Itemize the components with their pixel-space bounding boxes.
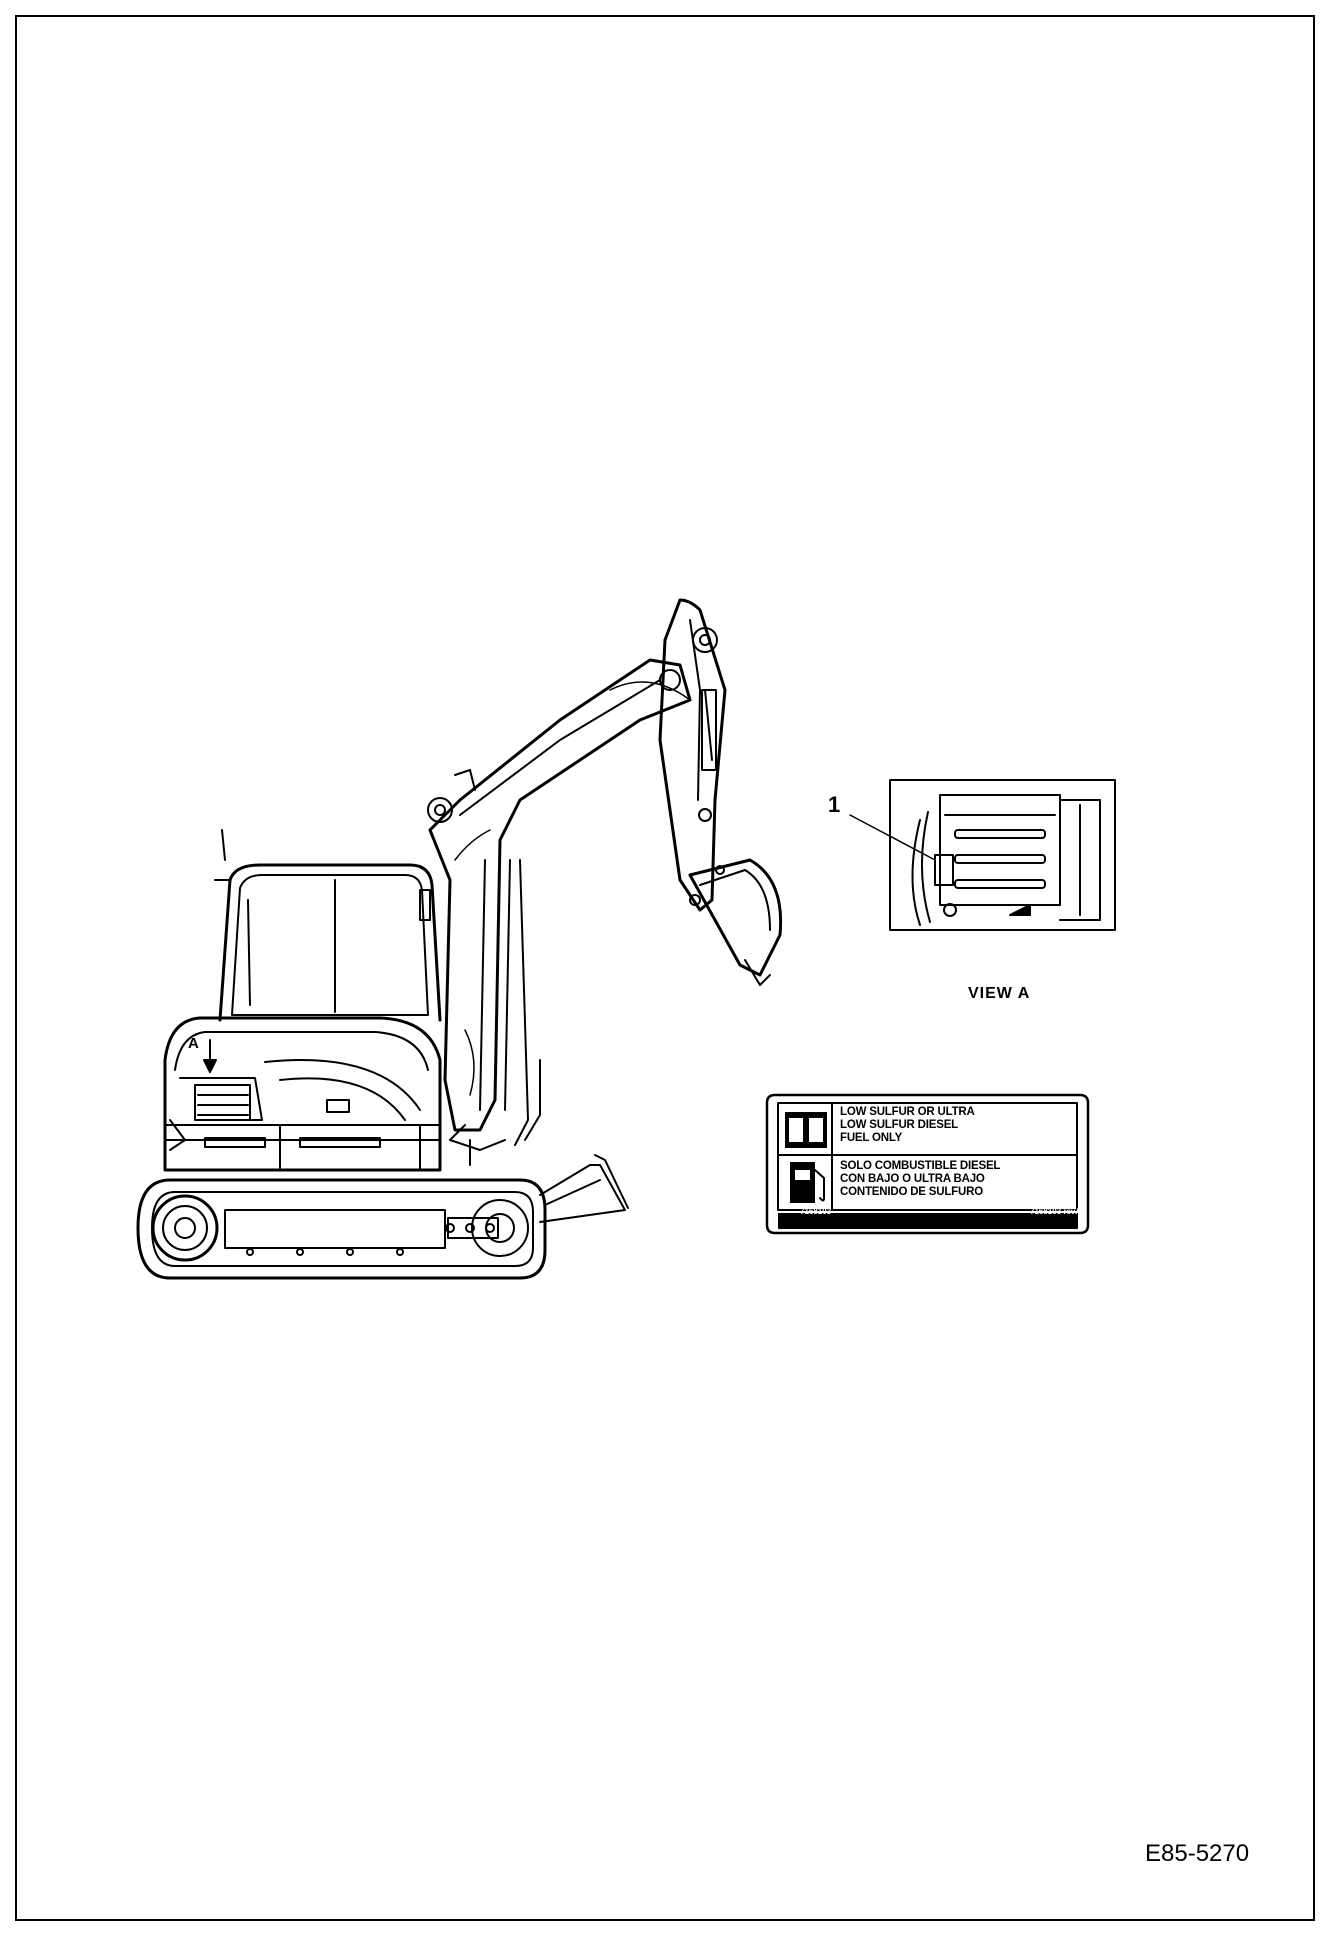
view-a-detail [849, 779, 1116, 931]
arm [658, 598, 727, 912]
bucket [688, 858, 783, 986]
boom [427, 658, 692, 1166]
decal-revision-code: 7168103 revA [1030, 1207, 1082, 1216]
drawing-frame [15, 15, 1315, 1921]
callout-number: 1 [828, 792, 841, 817]
view-arrow [203, 1039, 217, 1073]
fuel-pump-icon [790, 1162, 815, 1203]
decal-english-text: LOW SULFUR OR ULTRA LOW SULFUR DIESEL FU… [840, 1106, 975, 1144]
drawing-number: E85-5270 [1145, 1840, 1250, 1867]
upper-structure [163, 1016, 442, 1172]
operator-cab [214, 829, 442, 1022]
track-assembly [136, 1178, 547, 1280]
view-a-label: VIEW A [968, 985, 1031, 1002]
decal-part-number: 7168103 [800, 1207, 832, 1216]
decal-spanish-text: SOLO COMBUSTIBLE DIESEL CON BAJO O ULTRA… [840, 1160, 1001, 1198]
dozer-blade [539, 1154, 629, 1223]
decal-outline [765, 1093, 1090, 1235]
hydraulic-hoses [454, 681, 691, 1096]
view-arrow-letter: A [188, 1035, 199, 1052]
